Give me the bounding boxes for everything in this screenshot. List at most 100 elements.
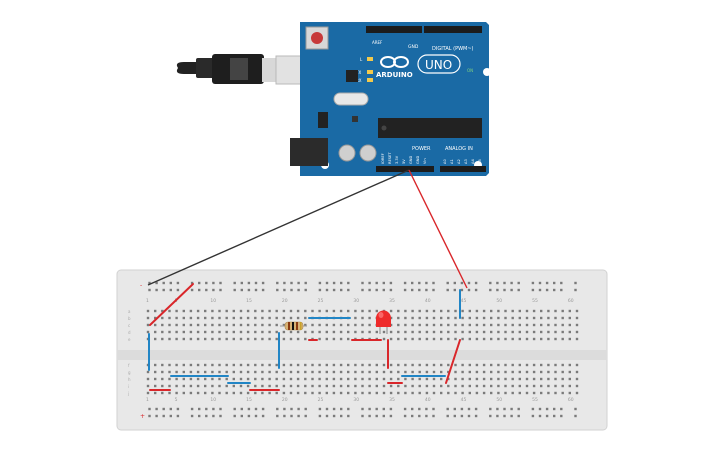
breadboard-hole[interactable] (339, 337, 343, 341)
breadboard-hole[interactable] (282, 377, 286, 381)
breadboard-hole[interactable] (497, 370, 500, 374)
breadboard-hole[interactable] (490, 384, 493, 388)
breadboard-hole[interactable] (154, 391, 157, 395)
breadboard-hole[interactable] (289, 377, 293, 381)
breadboard-hole[interactable] (518, 309, 521, 313)
breadboard-hole[interactable] (511, 309, 514, 313)
breadboard-hole[interactable] (511, 316, 514, 320)
breadboard-hole[interactable] (497, 391, 500, 395)
breadboard-hole[interactable] (218, 309, 221, 313)
breadboard-hole[interactable] (540, 337, 543, 341)
breadboard-hole[interactable] (175, 384, 178, 388)
breadboard-hole[interactable] (432, 407, 435, 411)
breadboard-hole[interactable] (482, 309, 486, 313)
breadboard-hole[interactable] (246, 337, 250, 341)
breadboard-hole[interactable] (161, 370, 164, 374)
breadboard-hole[interactable] (475, 323, 479, 327)
breadboard-hole[interactable] (204, 377, 207, 381)
breadboard-hole[interactable] (261, 384, 264, 388)
breadboard-hole[interactable] (389, 363, 393, 367)
breadboard-hole[interactable] (460, 407, 464, 411)
breadboard-hole[interactable] (368, 407, 371, 411)
breadboard-hole[interactable] (510, 414, 513, 418)
breadboard-hole[interactable] (204, 330, 207, 334)
breadboard-hole[interactable] (411, 391, 414, 395)
breadboard-hole[interactable] (468, 316, 471, 320)
breadboard-hole[interactable] (354, 391, 357, 395)
breadboard-hole[interactable] (432, 384, 436, 388)
breadboard-hole[interactable] (339, 330, 343, 334)
breadboard-hole[interactable] (225, 370, 228, 374)
breadboard-hole[interactable] (532, 370, 536, 374)
breadboard-hole[interactable] (254, 337, 257, 341)
breadboard-hole[interactable] (325, 309, 328, 313)
breadboard-hole[interactable] (347, 363, 350, 367)
breadboard-hole[interactable] (425, 330, 429, 334)
breadboard-hole[interactable] (204, 323, 207, 327)
breadboard-hole[interactable] (411, 281, 414, 285)
breadboard-hole[interactable] (375, 414, 378, 418)
breadboard-hole[interactable] (175, 370, 178, 374)
breadboard-hole[interactable] (403, 407, 407, 411)
breadboard-hole[interactable] (276, 407, 279, 411)
breadboard-hole[interactable] (148, 281, 151, 285)
breadboard-hole[interactable] (532, 363, 536, 367)
breadboard-hole[interactable] (575, 330, 579, 334)
breadboard-hole[interactable] (339, 377, 343, 381)
breadboard-hole[interactable] (146, 370, 150, 374)
breadboard-hole[interactable] (325, 281, 329, 285)
breadboard-hole[interactable] (232, 323, 235, 327)
breadboard-hole[interactable] (275, 391, 278, 395)
breadboard-hole[interactable] (282, 316, 286, 320)
breadboard-hole[interactable] (232, 316, 235, 320)
breadboard-hole[interactable] (283, 414, 286, 418)
breadboard-hole[interactable] (325, 384, 328, 388)
breadboard-hole[interactable] (504, 309, 507, 313)
breadboard-hole[interactable] (446, 288, 449, 292)
breadboard-hole[interactable] (354, 363, 357, 367)
breadboard-hole[interactable] (361, 414, 364, 418)
breadboard-hole[interactable] (204, 370, 207, 374)
breadboard-hole[interactable] (368, 370, 371, 374)
breadboard-hole[interactable] (454, 330, 457, 334)
breadboard-hole[interactable] (447, 323, 450, 327)
breadboard-hole[interactable] (211, 330, 214, 334)
breadboard-hole[interactable] (189, 337, 193, 341)
breadboard-hole[interactable] (575, 384, 579, 388)
breadboard-hole[interactable] (189, 377, 193, 381)
breadboard-hole[interactable] (182, 384, 185, 388)
breadboard-hole[interactable] (347, 281, 350, 285)
breadboard-hole[interactable] (205, 281, 208, 285)
breadboard-hole[interactable] (340, 281, 343, 285)
breadboard-hole[interactable] (432, 316, 436, 320)
breadboard-hole[interactable] (325, 377, 328, 381)
breadboard-hole[interactable] (482, 337, 486, 341)
breadboard-hole[interactable] (468, 330, 471, 334)
breadboard-hole[interactable] (453, 414, 456, 418)
breadboard-hole[interactable] (545, 288, 549, 292)
breadboard-hole[interactable] (425, 337, 429, 341)
breadboard-hole[interactable] (503, 407, 506, 411)
breadboard-hole[interactable] (282, 330, 286, 334)
breadboard-hole[interactable] (397, 323, 400, 327)
breadboard-hole[interactable] (246, 391, 250, 395)
breadboard-hole[interactable] (169, 407, 172, 411)
breadboard-hole[interactable] (198, 281, 201, 285)
breadboard-hole[interactable] (382, 370, 386, 374)
breadboard-hole[interactable] (340, 414, 343, 418)
breadboard-hole[interactable] (517, 407, 520, 411)
breadboard-hole[interactable] (361, 281, 364, 285)
breadboard-hole[interactable] (204, 363, 207, 367)
breadboard-hole[interactable] (254, 391, 257, 395)
breadboard-hole[interactable] (155, 407, 158, 411)
breadboard-hole[interactable] (168, 391, 171, 395)
breadboard-hole[interactable] (218, 377, 221, 381)
breadboard-hole[interactable] (382, 414, 385, 418)
breadboard-hole[interactable] (403, 281, 407, 285)
breadboard-hole[interactable] (211, 377, 214, 381)
breadboard-hole[interactable] (347, 384, 350, 388)
breadboard-hole[interactable] (538, 281, 542, 285)
breadboard-hole[interactable] (339, 391, 343, 395)
breadboard-hole[interactable] (553, 414, 556, 418)
breadboard-hole[interactable] (204, 337, 207, 341)
